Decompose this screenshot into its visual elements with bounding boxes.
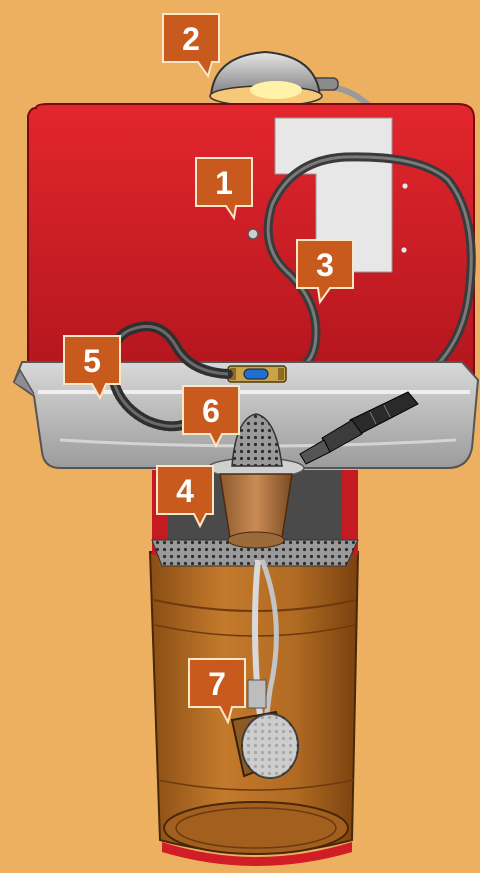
callout-3-label: 3 <box>316 247 334 283</box>
callout-2: 2 <box>163 14 219 76</box>
callout-4-label: 4 <box>176 473 194 509</box>
callout-6-label: 6 <box>202 393 220 429</box>
hose-coupler <box>228 366 286 382</box>
callout-1-label: 1 <box>215 165 233 201</box>
callout-5-label: 5 <box>83 343 101 379</box>
power-button <box>248 229 258 239</box>
callout-7-label: 7 <box>208 666 226 702</box>
callout-2-label: 2 <box>182 21 200 57</box>
